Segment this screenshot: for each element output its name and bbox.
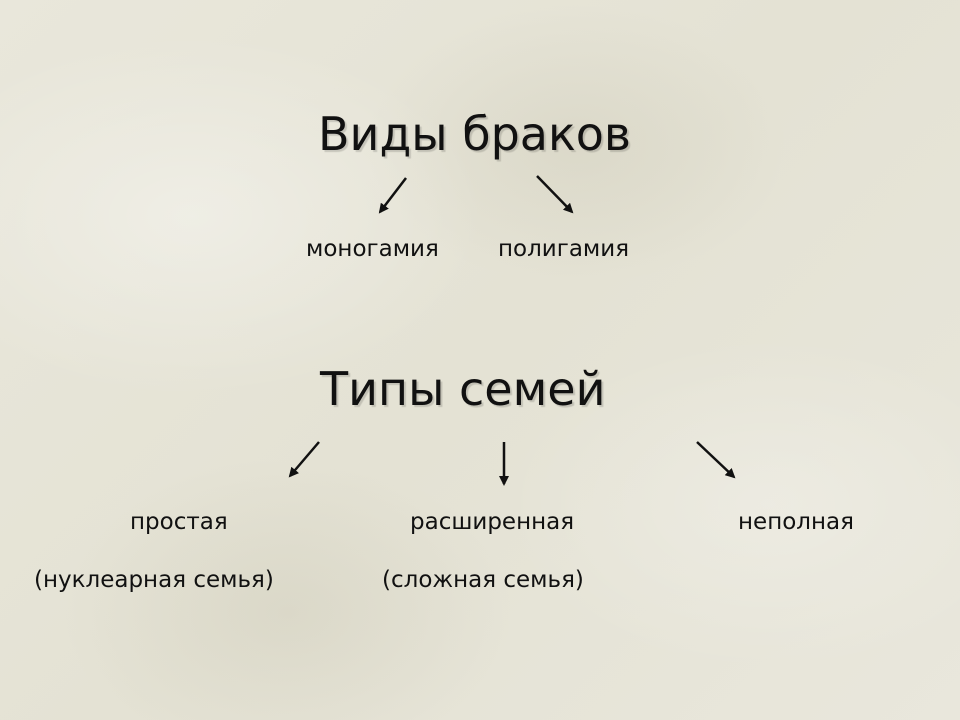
family-note-complex: (сложная семья) <box>382 567 584 593</box>
family-type-simple: простая <box>130 509 228 535</box>
family-types-title: Типы семей <box>320 362 606 416</box>
marriage-type-polygamy: полигамия <box>498 236 630 262</box>
family-type-extended: расширенная <box>410 509 575 535</box>
family-type-incomplete: неполная <box>738 509 854 535</box>
family-note-nuclear: (нуклеарная семья) <box>34 567 274 593</box>
marriage-types-title: Виды браков <box>318 107 631 161</box>
marriage-type-monogamy: моногамия <box>306 236 439 262</box>
